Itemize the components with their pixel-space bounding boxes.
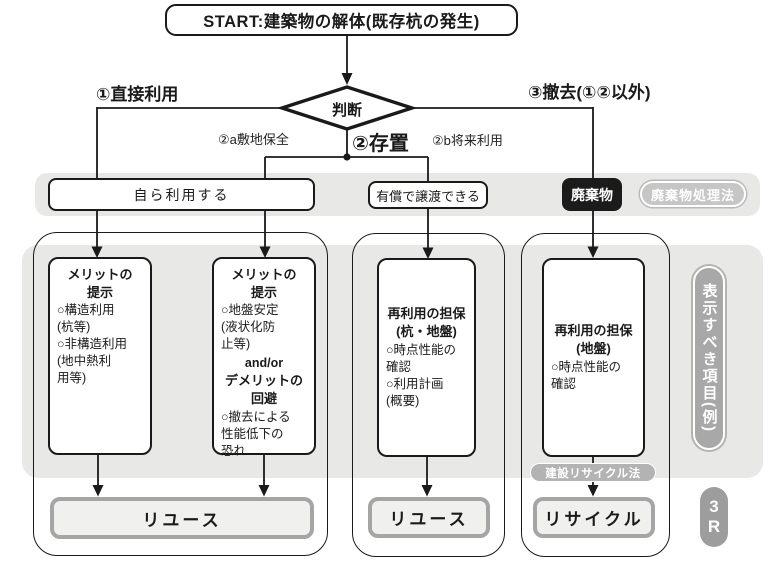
- merit-ground-heading: メリットの 提示: [231, 267, 297, 300]
- reuse-guarantee-pile-ground-box: 再利用の担保 (杭・地盤) ○時点性能の 確認 ○利用計画 (概要): [377, 258, 476, 457]
- merit-structural-heading: メリットの 提示: [67, 267, 133, 300]
- branch-direct-use-label: ①直接利用: [96, 85, 179, 104]
- reuse-output-middle-label: リユース: [389, 510, 469, 529]
- start-node-label: START:建築物の解体(既存杭の発生): [203, 13, 480, 31]
- demerit-heading: デメリットの 回避: [224, 373, 303, 407]
- merit-structural-box: メリットの 提示 ○構造利用 (杭等) ○非構造利用 (地中熱利 用等): [48, 257, 152, 455]
- branch-leave-in-place-label: ②存置: [352, 133, 409, 155]
- demerit-body: ○撤去による 性能低下の 恐れ: [221, 409, 291, 458]
- waste-law-badge: 廃棄物処理法: [640, 181, 746, 207]
- construction-recycle-law-badge: 建設リサイクル法: [530, 463, 656, 482]
- reuse-guarantee-ground-box: 再利用の担保 (地盤) ○時点性能の 確認: [542, 258, 645, 457]
- paid-transfer-label: 有償で譲渡できる: [376, 188, 480, 204]
- group-waste-container: [521, 233, 670, 557]
- waste-law-label: 廃棄物処理法: [650, 187, 735, 203]
- recycle-output-label: リサイクル: [544, 510, 644, 529]
- reuse-guarantee-ground-heading: 再利用の担保 (地盤): [554, 323, 633, 356]
- paid-transfer-node: 有償で譲渡できる: [368, 181, 488, 209]
- reuse-output-left: リユース: [50, 497, 314, 539]
- group-direct-use-container: [33, 232, 328, 556]
- waste-node: 廃棄物: [562, 178, 622, 211]
- merit-ground-body: ○地盤安定 (液状化防 止等): [221, 303, 279, 352]
- construction-recycle-law-label: 建設リサイクル法: [545, 467, 641, 480]
- recycle-output: リサイクル: [533, 497, 655, 538]
- merit-structural-body: ○構造利用 (杭等) ○非構造利用 (地中熱利 用等): [57, 303, 128, 386]
- merit-demerit-box: メリットの 提示 ○地盤安定 (液状化防 止等) and/or デメリットの 回…: [212, 257, 316, 458]
- branch-removal-label: ③撤去(①②以外): [528, 83, 651, 102]
- display-items-side-pill: 表示すべき項目(例): [693, 266, 725, 450]
- self-use-node: 自ら利用する: [48, 178, 315, 211]
- self-use-label: 自ら利用する: [133, 186, 230, 203]
- reuse-output-left-label: リユース: [142, 510, 222, 530]
- three-r-label: 3R: [704, 497, 724, 537]
- andor-connector: and/or: [244, 356, 284, 371]
- reuse-guarantee-pile-ground-body: ○時点性能の 確認 ○利用計画 (概要): [386, 342, 457, 408]
- group-transfer-container: [352, 233, 505, 557]
- three-r-pill: 3R: [700, 487, 728, 547]
- start-node: START:建築物の解体(既存杭の発生): [165, 4, 518, 36]
- reuse-guarantee-ground-body: ○時点性能の 確認: [551, 359, 622, 391]
- reuse-output-middle: リユース: [368, 497, 490, 538]
- waste-label: 廃棄物: [571, 186, 613, 203]
- branch-site-preservation-label: ②a敷地保全: [218, 132, 289, 147]
- branch-future-use-label: ②b将来利用: [432, 133, 503, 148]
- display-items-label: 表示すべき項目(例): [700, 283, 718, 433]
- decision-text: 判断: [331, 102, 362, 119]
- reuse-guarantee-pile-ground-heading: 再利用の担保 (杭・地盤): [387, 306, 466, 339]
- decision-diamond-label: 判断: [317, 99, 377, 120]
